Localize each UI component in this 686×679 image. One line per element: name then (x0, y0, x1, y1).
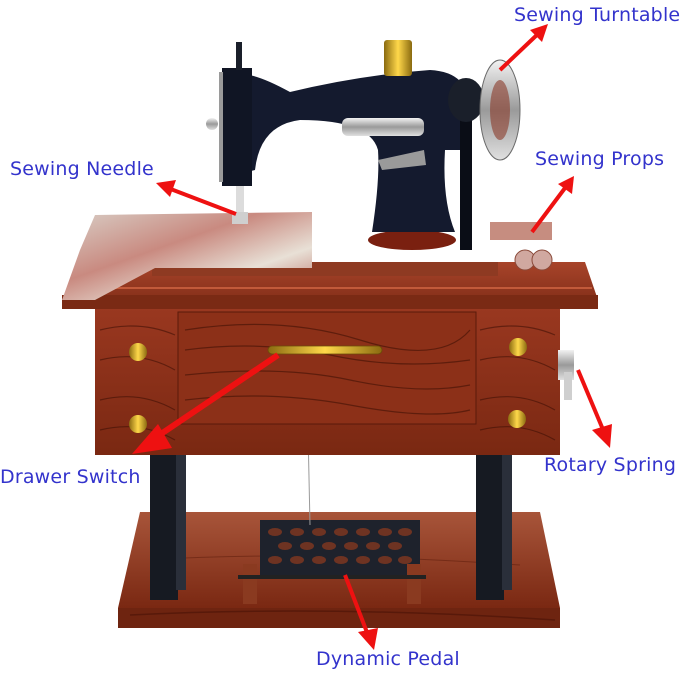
label-sewing-turntable: Sewing Turntable (514, 4, 681, 26)
fabric (62, 212, 312, 300)
cast-iron-legs (150, 450, 512, 600)
label-sewing-needle: Sewing Needle (10, 158, 154, 180)
arrow-turntable (498, 24, 548, 72)
machine-head (206, 40, 521, 250)
pedal (238, 429, 426, 604)
arrow-rotary (576, 369, 612, 448)
annotation-arrows (132, 24, 612, 650)
cabinet (95, 305, 574, 455)
arrow-pedal (343, 574, 378, 650)
label-dynamic-pedal: Dynamic Pedal (316, 648, 460, 670)
arrow-drawer (132, 352, 280, 454)
label-rotary-spring: Rotary Spring (544, 454, 677, 476)
label-sewing-props: Sewing Props (535, 148, 665, 170)
arrow-props (530, 176, 574, 234)
arrow-needle (156, 180, 237, 216)
label-drawer-switch: Drawer Switch (0, 466, 141, 488)
